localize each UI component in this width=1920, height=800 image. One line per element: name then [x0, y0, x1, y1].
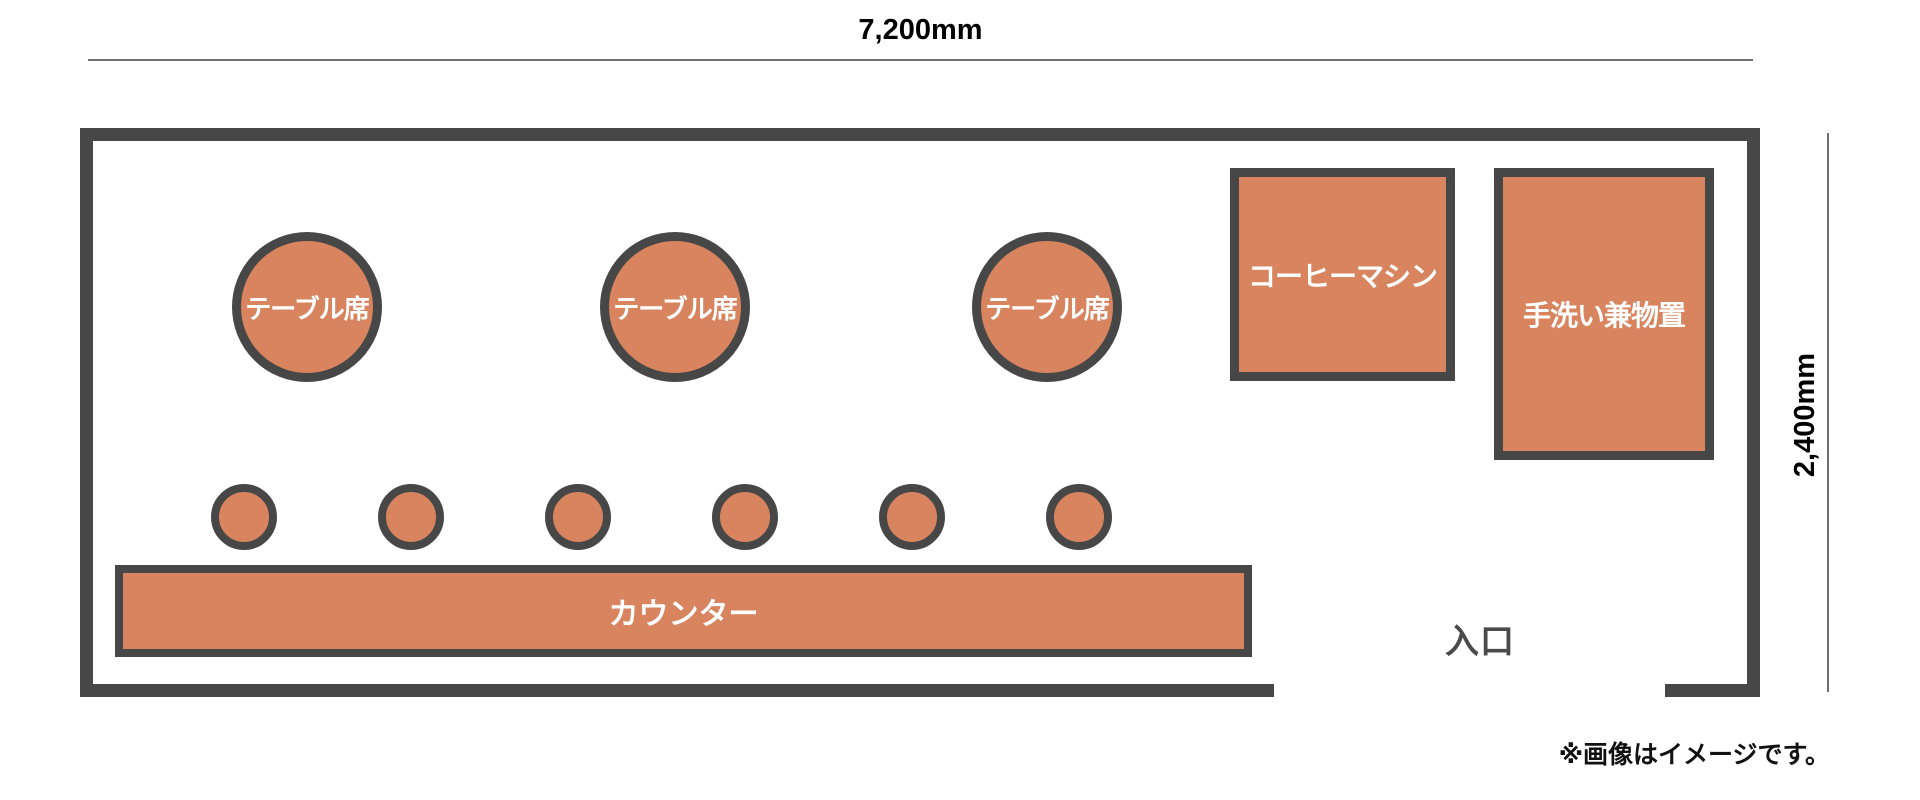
counter-stool-3	[545, 484, 611, 550]
counter-stool-4	[712, 484, 778, 550]
counter-stool-6	[1046, 484, 1112, 550]
table-seat-3: テーブル席	[972, 232, 1122, 382]
table-seat-1: テーブル席	[232, 232, 382, 382]
table-seat-label: テーブル席	[245, 293, 369, 324]
wall-left	[80, 128, 93, 697]
coffee-machine-box: コーヒーマシン	[1230, 168, 1455, 381]
table-seat-label: テーブル席	[985, 293, 1109, 324]
width-dimension-label: 7,200mm	[858, 14, 983, 46]
height-dimension-label: 2,400mm	[1789, 352, 1821, 478]
washstand-storage-label: 手洗い兼物置	[1522, 300, 1686, 331]
counter-stool-1	[211, 484, 277, 550]
wall-bottom-left-segment	[80, 684, 1274, 697]
wall-bottom-right-segment	[1665, 684, 1760, 697]
counter-stool-5	[879, 484, 945, 550]
width-dimension-line	[88, 59, 1753, 61]
table-seat-2: テーブル席	[600, 232, 750, 382]
height-dimension-line	[1827, 133, 1829, 692]
wall-right	[1747, 128, 1760, 697]
entrance-label: 入口	[1445, 623, 1515, 661]
coffee-machine-label: コーヒーマシン	[1247, 260, 1438, 292]
wall-top	[80, 128, 1760, 141]
table-seat-label: テーブル席	[613, 293, 737, 324]
counter-label: カウンター	[608, 598, 759, 631]
counter-box: カウンター	[115, 565, 1252, 657]
washstand-storage-box: 手洗い兼物置	[1494, 168, 1714, 460]
counter-stool-2	[378, 484, 444, 550]
image-note: ※画像はイメージです。	[1558, 741, 1830, 769]
